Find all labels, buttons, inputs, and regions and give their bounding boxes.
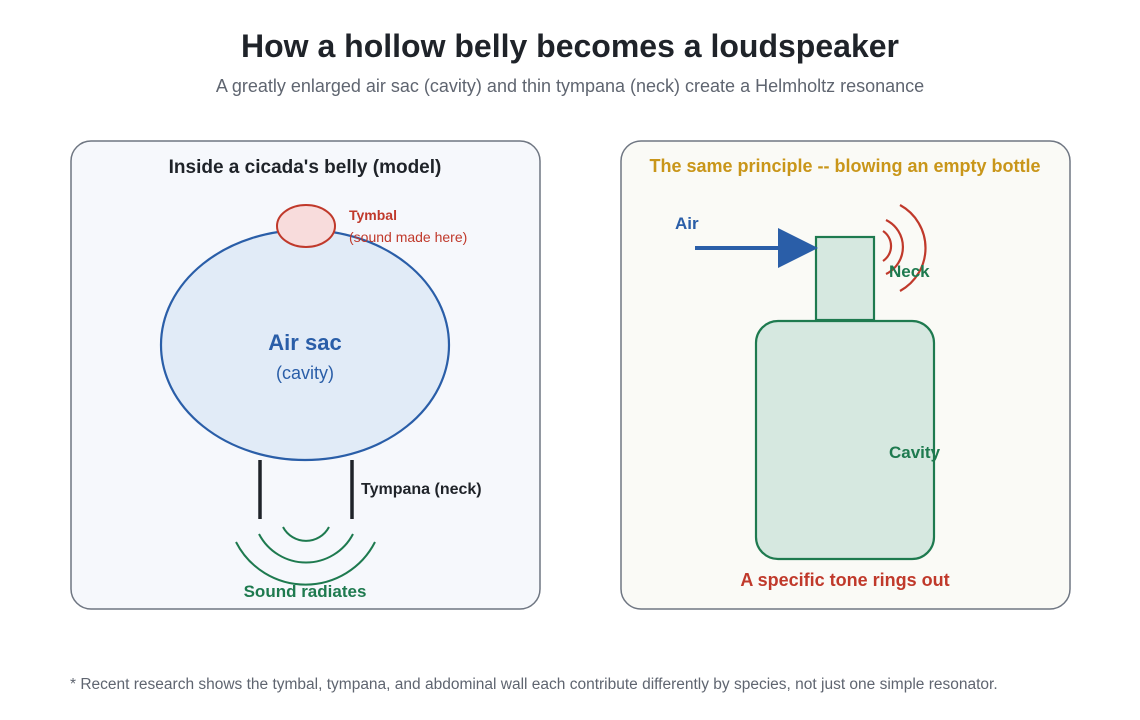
tone-label: A specific tone rings out — [740, 570, 949, 590]
bottle-neck-shape — [814, 235, 876, 322]
bottle-analogy-panel: The same principle -- blowing an empty b… — [620, 140, 1071, 610]
tone-wave-inner — [882, 230, 893, 262]
tymbal-shape — [276, 204, 336, 248]
tone-wave-outer — [899, 204, 927, 292]
air-sac-note: (cavity) — [276, 363, 334, 383]
page-subtitle: A greatly enlarged air sac (cavity) and … — [216, 76, 924, 96]
sound-wave-outer — [235, 541, 376, 586]
right-panel-title: The same principle -- blowing an empty b… — [649, 156, 1040, 176]
tone-wave-middle — [885, 219, 904, 275]
cavity-label: Cavity — [889, 443, 941, 462]
sound-wave-middle — [258, 533, 354, 564]
cicada-model-panel: Inside a cicada's belly (model) Air sac … — [70, 140, 541, 610]
air-label: Air — [675, 214, 699, 233]
neck-label: Neck — [889, 262, 930, 281]
sound-wave-inner — [282, 526, 330, 542]
tymbal-label: Tymbal — [349, 207, 397, 223]
footnote: * Recent research shows the tymbal, tymp… — [70, 676, 998, 693]
tympana-label: Tympana (neck) — [361, 481, 482, 498]
bottle-cavity-shape — [754, 319, 936, 561]
left-panel-title: Inside a cicada's belly (model) — [169, 157, 442, 178]
page-title: How a hollow belly becomes a loudspeaker — [241, 28, 899, 64]
sound-radiates-label: Sound radiates — [244, 582, 367, 601]
air-sac-label: Air sac — [268, 330, 341, 355]
tymbal-note: (sound made here) — [349, 229, 467, 245]
